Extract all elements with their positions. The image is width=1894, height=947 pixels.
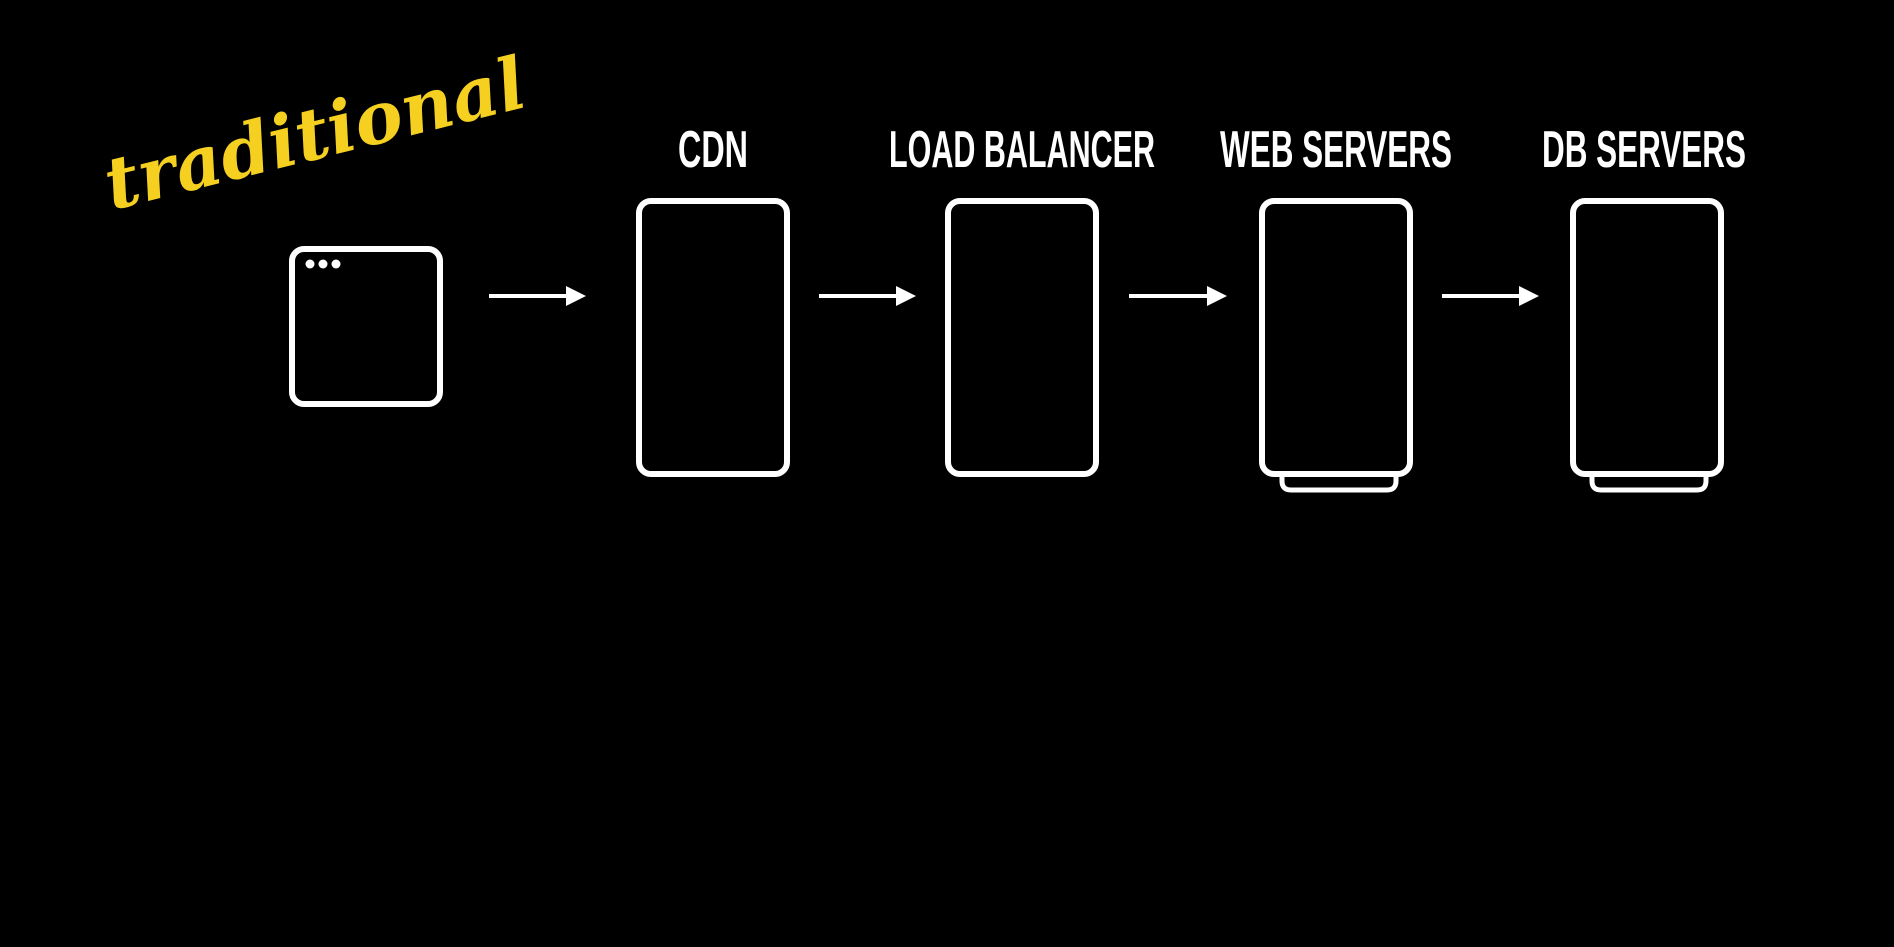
web-servers-stack-icon — [1259, 198, 1413, 493]
arrow-load-balancer-to-web-servers — [1129, 286, 1227, 306]
arrow-cdn-to-load-balancer — [819, 286, 916, 306]
node-label-load-balancer: LOAD BALANCER — [889, 121, 1155, 179]
db-servers-stack-icon — [1570, 198, 1724, 493]
diagram-heading: traditional — [96, 40, 534, 227]
node-label-cdn: CDN — [678, 121, 748, 179]
arrow-web-servers-to-db-servers — [1442, 286, 1539, 306]
node-label-db-servers: DB SERVERS — [1542, 121, 1746, 179]
arrow-browser-to-cdn — [489, 286, 586, 306]
node-label-web-servers: WEB SERVERS — [1220, 121, 1452, 179]
load-balancer-server-icon — [945, 198, 1099, 477]
cdn-server-icon — [636, 198, 790, 477]
browser-window-icon — [289, 246, 443, 407]
